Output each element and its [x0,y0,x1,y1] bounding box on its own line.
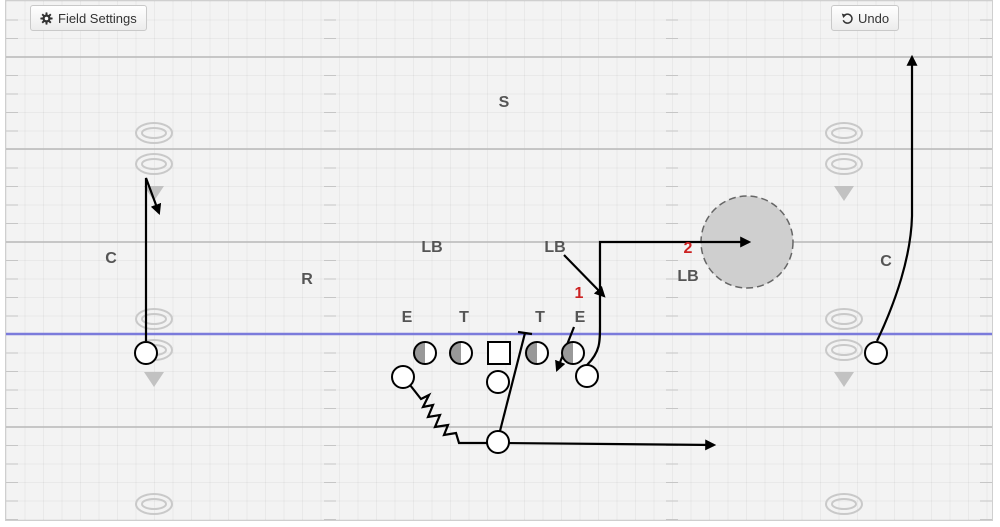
play-diagram[interactable]: S LB LB LB C C R E T T E 1 2 [6,1,992,520]
defender-lb-right[interactable]: LB [677,268,698,285]
player-right-receiver[interactable] [864,341,888,365]
defender-end-right[interactable]: E [575,309,586,326]
undo-arrow-icon [841,13,853,24]
field-number-oval [825,122,863,144]
defender-rover[interactable]: R [301,271,313,288]
route-running-back[interactable] [498,439,717,451]
defender-safety[interactable]: S [499,94,510,111]
direction-triangle [834,186,854,201]
route-quarterback-block[interactable] [498,332,527,432]
route-motion-zigzag[interactable] [409,384,489,445]
route-slot-receiver[interactable] [586,236,752,366]
field-number-oval [825,339,863,361]
defender-corner-right[interactable]: C [880,253,892,270]
play-field[interactable]: S LB LB LB C C R E T T E 1 2 [5,0,993,521]
player-left-receiver[interactable] [134,341,158,365]
route-left-receiver[interactable] [144,177,162,341]
player-running-back[interactable] [486,430,510,454]
yard-lines [6,56,992,428]
player-left-tackle[interactable] [413,341,437,365]
player-center[interactable] [487,341,511,365]
field-number-oval [135,493,173,515]
defender-end-left[interactable]: E [402,309,413,326]
field-number-oval [135,153,173,175]
defender-lb-left[interactable]: LB [421,239,442,256]
block-bar [517,330,533,336]
defender-tackle-right[interactable]: T [535,309,545,326]
step-number-1: 1 [575,285,584,302]
route-linebacker-blitz[interactable] [563,254,606,298]
field-number-oval [135,308,173,330]
field-number-oval [825,308,863,330]
field-number-oval [825,153,863,175]
field-number-oval [825,493,863,515]
defender-lb-middle[interactable]: LB [544,239,565,256]
direction-triangles [144,186,854,387]
gear-icon [40,11,53,25]
defender-tackle-left[interactable]: T [459,309,469,326]
player-right-guard[interactable] [525,341,549,365]
hash-marks [6,19,992,520]
player-quarterback[interactable] [486,370,510,394]
field-settings-label: Field Settings [58,10,137,26]
field-number-ovals [135,122,863,515]
undo-button[interactable]: Undo [831,5,900,31]
player-left-guard[interactable] [449,341,473,365]
defender-corner-left[interactable]: C [105,250,117,267]
player-slot-receiver[interactable] [575,364,599,388]
field-settings-button[interactable]: Field Settings [30,5,147,31]
direction-triangle [144,186,164,201]
player-right-tackle[interactable] [561,341,585,365]
undo-label: Undo [858,10,890,26]
direction-triangle [834,372,854,387]
player-wing-back[interactable] [391,365,415,389]
step-number-2: 2 [684,240,693,257]
route-right-receiver[interactable] [876,54,918,342]
direction-triangle [144,372,164,387]
field-number-oval [135,122,173,144]
